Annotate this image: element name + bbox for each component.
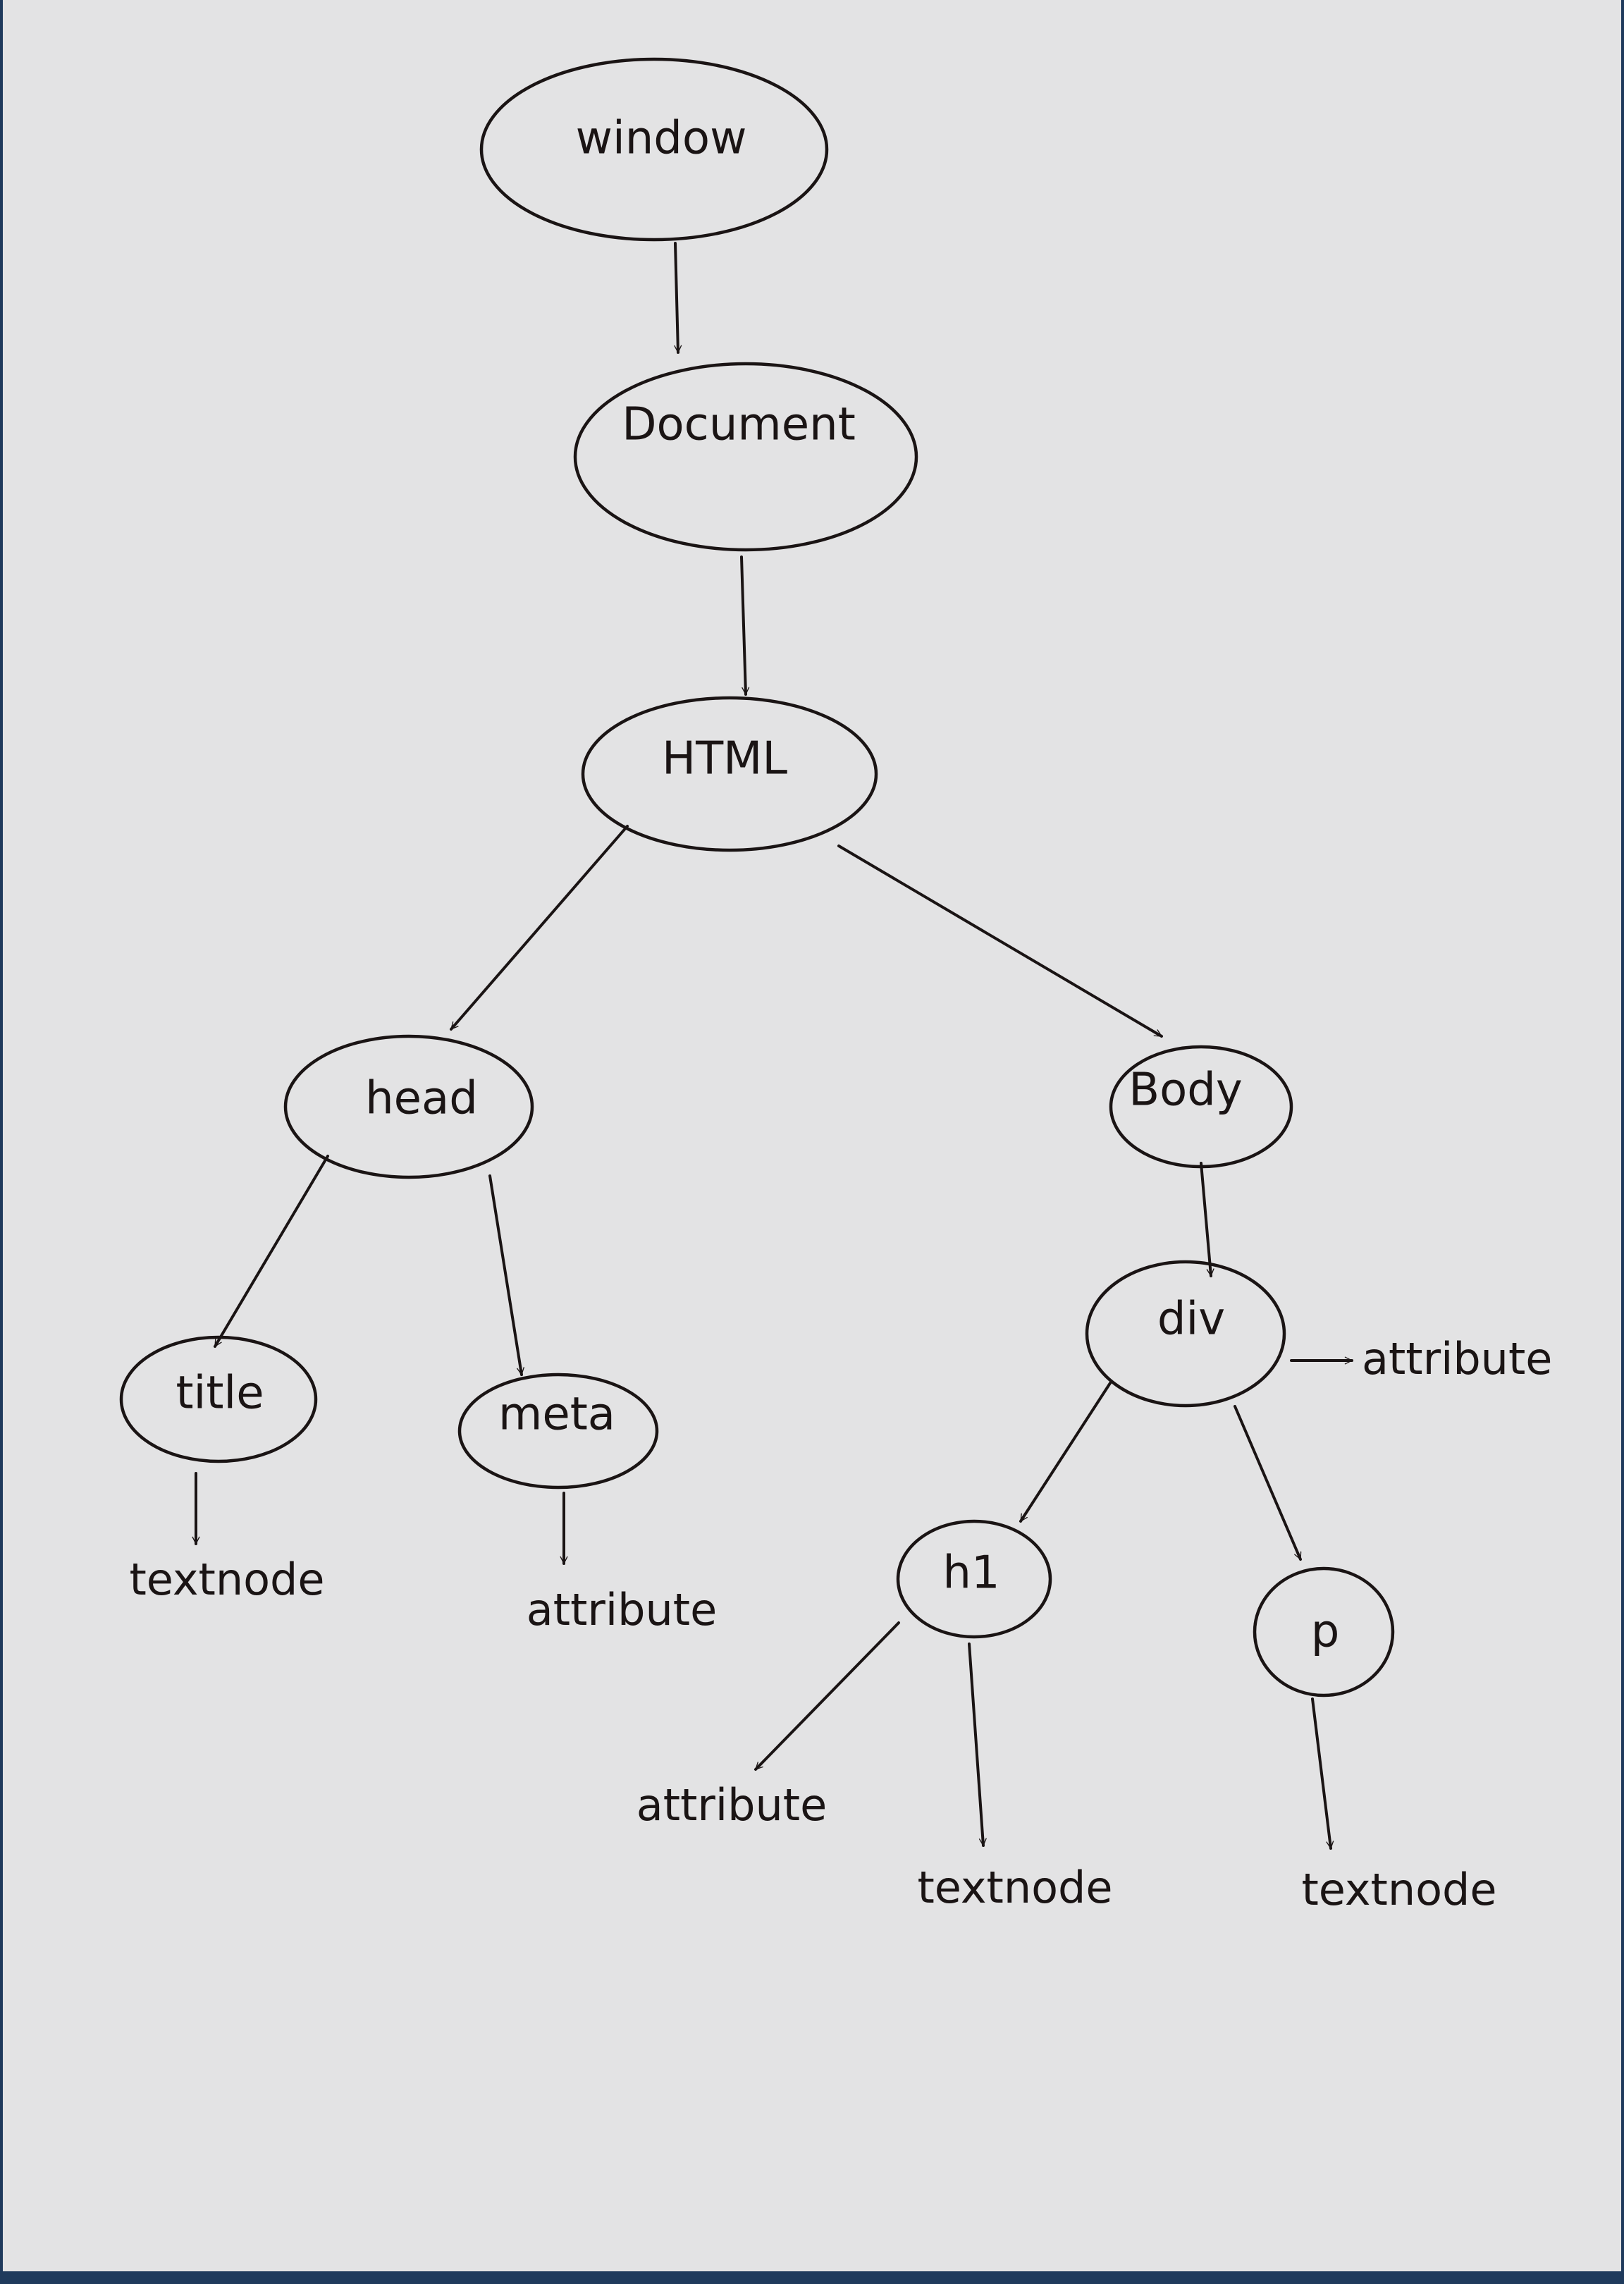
leaf-h1-textnode: textnode	[917, 1862, 1112, 1913]
node-document-shape	[573, 362, 918, 552]
edge-head-meta	[488, 1174, 522, 1376]
node-window: window	[479, 57, 829, 242]
node-meta-shape	[457, 1373, 659, 1490]
node-document-label: Document	[622, 399, 856, 451]
edge-div-h1	[1019, 1382, 1112, 1523]
node-title-shape	[119, 1335, 318, 1463]
edge-window-document	[674, 242, 678, 354]
edge-document-html	[740, 555, 746, 696]
node-html-label: HTML	[662, 733, 787, 785]
edge-p-textnode	[1311, 1697, 1331, 1850]
leaf-meta-attribute: attribute	[527, 1584, 717, 1635]
node-p: p	[1253, 1566, 1395, 1697]
paper-sheet	[3, 0, 1621, 2271]
node-document: Document	[573, 362, 918, 552]
leaf-title-textnode: textnode	[129, 1554, 324, 1605]
node-div: div	[1085, 1260, 1286, 1408]
leaf-p-textnode: textnode	[1301, 1864, 1496, 1915]
node-h1-label: h1	[942, 1547, 999, 1600]
node-head-shape	[283, 1034, 534, 1179]
node-html: HTML	[581, 696, 878, 852]
node-html-shape	[581, 696, 878, 852]
node-title-label: title	[176, 1368, 264, 1420]
node-body-shape	[1109, 1045, 1293, 1169]
node-h1: h1	[896, 1519, 1052, 1639]
leaf-h1-attribute: attribute	[636, 1779, 827, 1831]
node-title: title	[119, 1335, 318, 1463]
node-h1-shape	[896, 1519, 1052, 1639]
node-window-shape	[479, 57, 829, 242]
node-window-label: window	[576, 113, 747, 165]
edge-body-div	[1200, 1162, 1211, 1277]
edge-h1-attribute	[754, 1621, 900, 1771]
edge-div-p	[1234, 1405, 1302, 1561]
leaf-labels: textnode attribute attribute attribute t…	[129, 1333, 1552, 1915]
node-head-label: head	[365, 1073, 478, 1125]
node-p-label: p	[1311, 1606, 1340, 1658]
node-body-label: Body	[1128, 1064, 1243, 1117]
edge-html-head	[450, 825, 629, 1031]
edge-html-body	[837, 845, 1163, 1038]
node-div-shape	[1085, 1260, 1286, 1408]
leaf-div-attribute: attribute	[1362, 1333, 1552, 1384]
edges	[196, 242, 1353, 1850]
edge-head-title	[214, 1155, 329, 1348]
node-p-shape	[1253, 1566, 1395, 1697]
node-meta: meta	[457, 1373, 659, 1490]
node-head: head	[283, 1034, 534, 1179]
edge-h1-textnode	[968, 1643, 983, 1847]
node-meta-label: meta	[498, 1389, 615, 1441]
node-body: Body	[1109, 1045, 1293, 1169]
node-div-label: div	[1157, 1294, 1225, 1346]
